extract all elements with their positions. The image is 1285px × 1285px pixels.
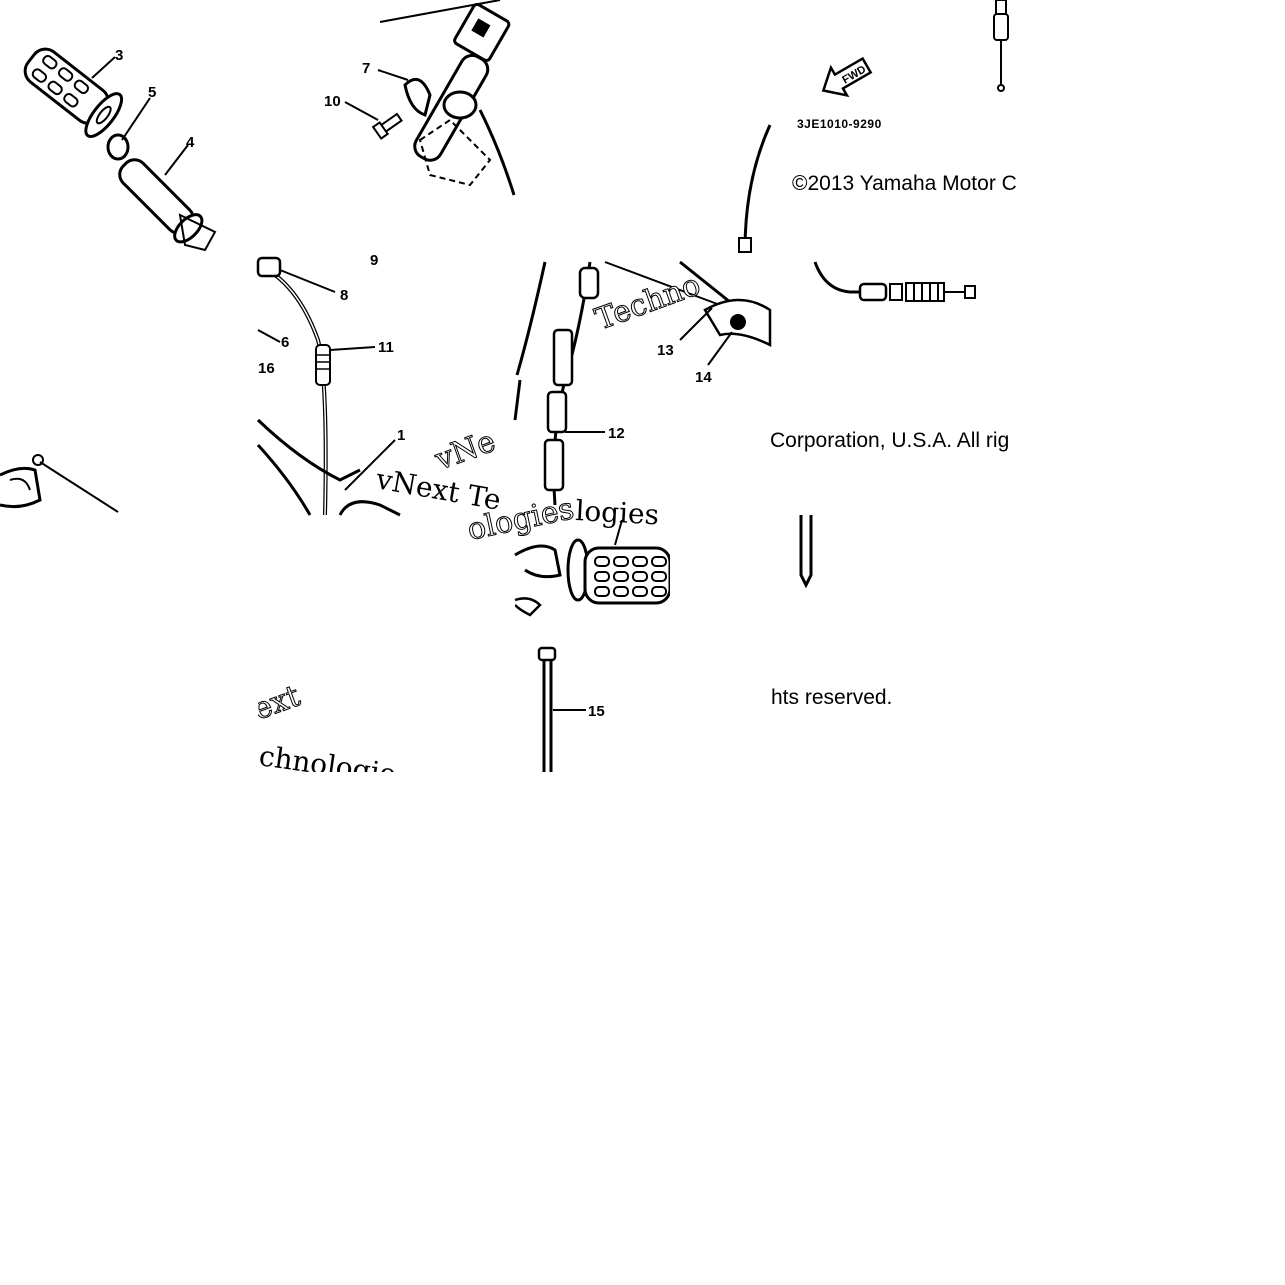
callout-16: 16 — [258, 360, 275, 377]
clip-fragment-drawing — [0, 454, 119, 513]
callout-5: 5 — [148, 84, 156, 101]
copyright-line-1: ©2013 Yamaha Motor C — [792, 172, 1017, 195]
rod-drawing — [799, 515, 813, 589]
grip-drawing — [23, 47, 124, 138]
cable-group: 9 8 6 11 16 1 — [256, 252, 405, 517]
watermark-text: vNe — [430, 424, 500, 478]
callout-4: 4 — [186, 134, 195, 151]
right-cable-group: 12 13 14 — [513, 260, 772, 506]
fwd-arrow-group: FWD 3JE1010-9290 — [738, 0, 1009, 253]
callout-8: 8 — [340, 287, 348, 304]
part-number: 3JE1010-9290 — [797, 117, 882, 131]
copyright-line-2: Corporation, U.S.A. All rig — [770, 429, 1009, 452]
callout-9: 9 — [370, 252, 378, 269]
lower-grip-group — [514, 519, 672, 617]
rod-15-drawing: 15 — [537, 646, 605, 772]
callout-14: 14 — [695, 369, 712, 386]
callout-12: 12 — [608, 425, 625, 442]
callout-11: 11 — [378, 339, 394, 356]
callout-1: 1 — [397, 427, 405, 444]
watermark-text: logies — [575, 494, 660, 531]
copyright-line-3: hts reserved. — [771, 686, 892, 709]
callout-7: 7 — [362, 60, 370, 77]
throttle-housing-group: 7 10 — [324, 0, 516, 205]
callout-15: 15 — [588, 703, 605, 720]
cable-end-drawing — [813, 261, 976, 302]
callout-13: 13 — [657, 342, 674, 359]
throttle-tube-drawing — [118, 158, 204, 244]
callout-6: 6 — [281, 334, 289, 351]
throttle-grip-group: 3 5 4 — [23, 47, 217, 252]
collar-drawing — [106, 133, 130, 161]
callout-10: 10 — [324, 93, 341, 110]
callout-3: 3 — [115, 47, 123, 64]
